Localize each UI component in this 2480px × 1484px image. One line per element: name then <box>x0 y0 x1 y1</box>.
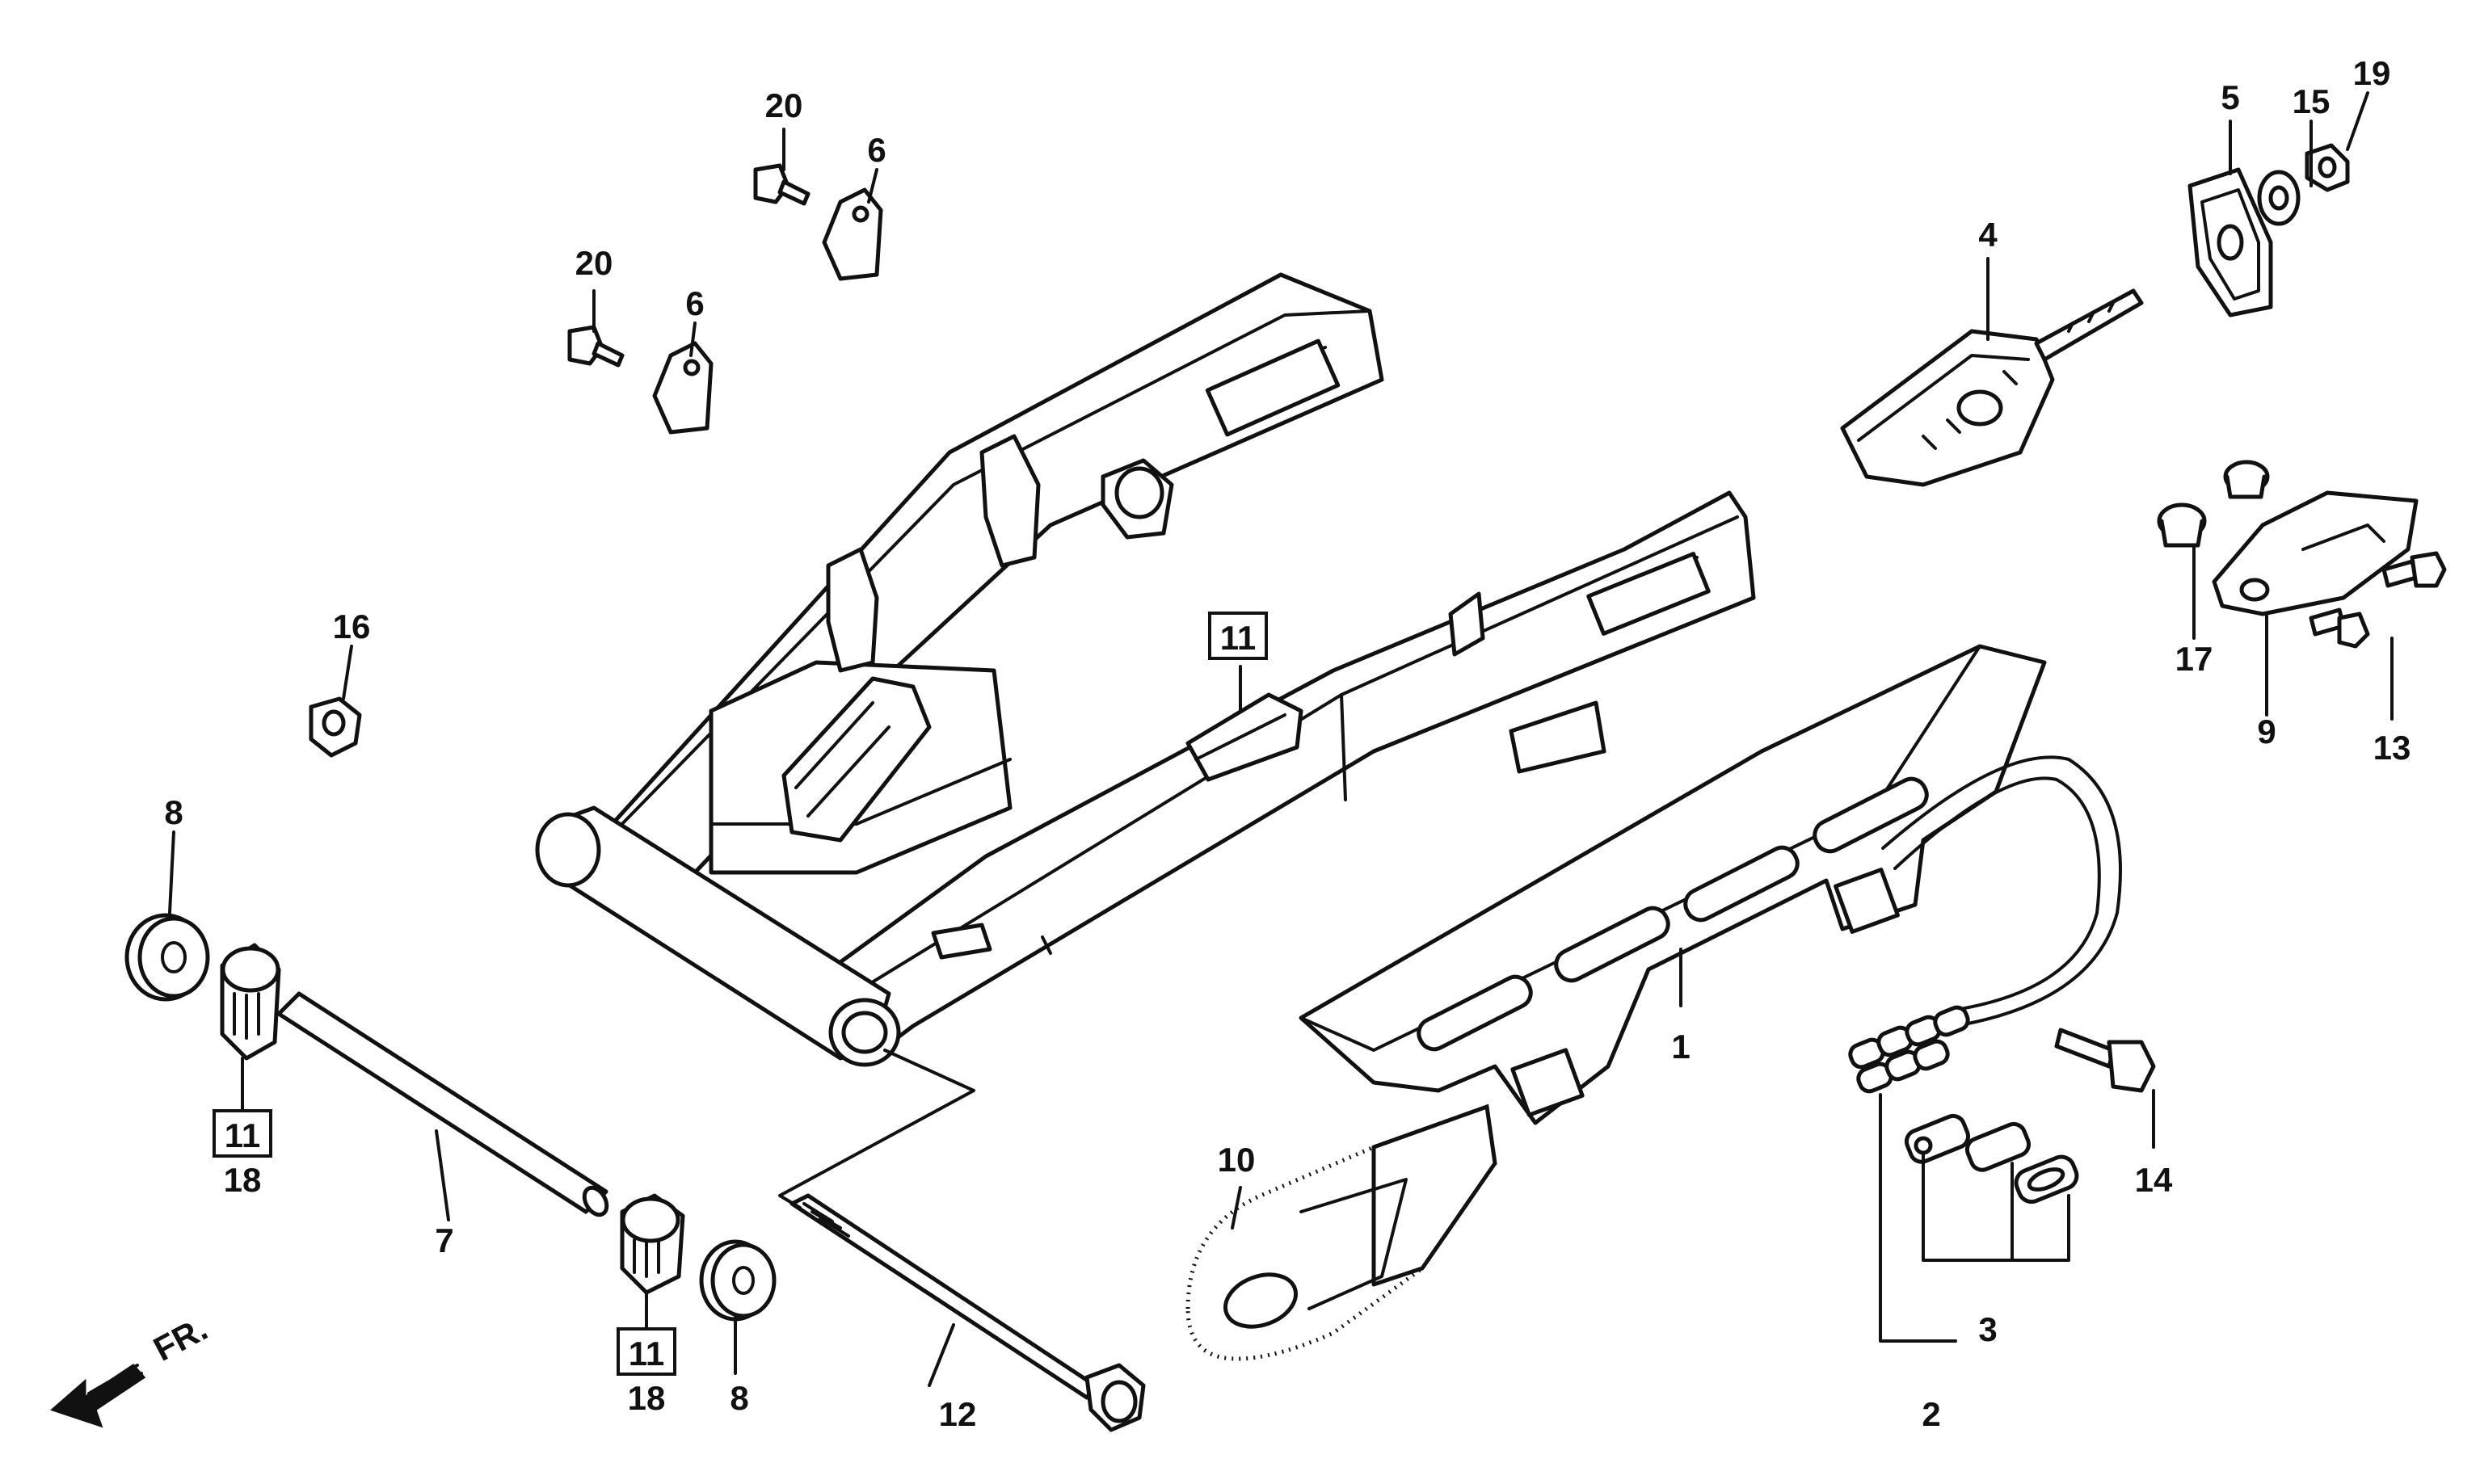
collar <box>2157 502 2207 548</box>
nut <box>2305 143 2350 192</box>
needle-bearing <box>620 1193 685 1295</box>
leader-lines <box>168 91 2394 1387</box>
swingarm-pad <box>1185 692 1303 782</box>
swingarm <box>535 272 1756 1067</box>
callout-11-left: 11 <box>225 1116 260 1154</box>
chain-joint-link <box>1904 1113 2079 1204</box>
callout-11-right-box <box>617 1327 676 1376</box>
chain-slider <box>1185 1104 1497 1361</box>
callout-12: 12 <box>939 1395 977 1433</box>
callout-9: 9 <box>2257 713 2276 750</box>
callout-10: 10 <box>1218 1141 1256 1179</box>
chain-adjuster <box>1840 288 2144 487</box>
front-direction-arrow: FR. <box>50 1310 213 1428</box>
adjuster-plate <box>2187 167 2273 317</box>
dust-seal <box>124 913 210 1002</box>
bracket <box>822 187 883 281</box>
drive-chain <box>1848 755 2122 1343</box>
direction-label: FR. <box>147 1310 213 1368</box>
callout-20-upper: 20 <box>765 86 803 124</box>
callout-16: 16 <box>333 607 371 645</box>
callout-labels: 1 2 3 4 5 6 6 7 8 8 9 10 11 11 11 12 13 … <box>164 54 2411 1433</box>
callout-20-lower: 20 <box>575 244 613 282</box>
callout-11-left-box <box>213 1109 272 1158</box>
callout-4: 4 <box>1978 216 1998 254</box>
flange-bolt <box>2054 1028 2156 1093</box>
callout-15: 15 <box>2293 82 2331 120</box>
callout-11-swingarm: 11 <box>1220 619 1256 657</box>
pivot-bolt <box>789 1193 1146 1432</box>
bracket <box>652 341 714 435</box>
pivot-collar <box>276 991 609 1217</box>
bolt <box>753 163 811 206</box>
bolt <box>2381 551 2447 588</box>
chain-guide-plate <box>2212 490 2419 616</box>
needle-bearing <box>220 943 281 1061</box>
bolt <box>567 325 625 368</box>
callout-11-swingarm-box <box>1208 612 1268 660</box>
bolt <box>2309 607 2370 649</box>
callout-17: 17 <box>2175 640 2213 678</box>
callout-1: 1 <box>1671 1028 1690 1066</box>
callout-6-upper: 6 <box>867 131 886 169</box>
chain-case <box>1299 644 2047 1125</box>
assembly-line <box>778 1049 975 1209</box>
callout-18-right: 18 <box>628 1379 666 1417</box>
callout-18-left: 18 <box>224 1161 262 1199</box>
dust-seal <box>699 1239 777 1322</box>
callout-11-right: 11 <box>629 1335 664 1373</box>
callout-3: 3 <box>1978 1310 1997 1348</box>
chain-segment <box>1848 1005 1970 1094</box>
callout-7: 7 <box>435 1221 453 1259</box>
callout-5: 5 <box>2221 78 2239 116</box>
callout-14: 14 <box>2135 1161 2173 1199</box>
flange-nut <box>309 696 362 758</box>
washer <box>2257 170 2301 226</box>
collar <box>2223 460 2270 499</box>
callout-8-right: 8 <box>730 1379 748 1417</box>
callout-8-left: 8 <box>164 793 183 831</box>
callout-2: 2 <box>1922 1395 1940 1433</box>
callout-6-lower: 6 <box>685 284 704 322</box>
callout-13: 13 <box>2373 729 2411 767</box>
callout-19: 19 <box>2353 54 2391 92</box>
